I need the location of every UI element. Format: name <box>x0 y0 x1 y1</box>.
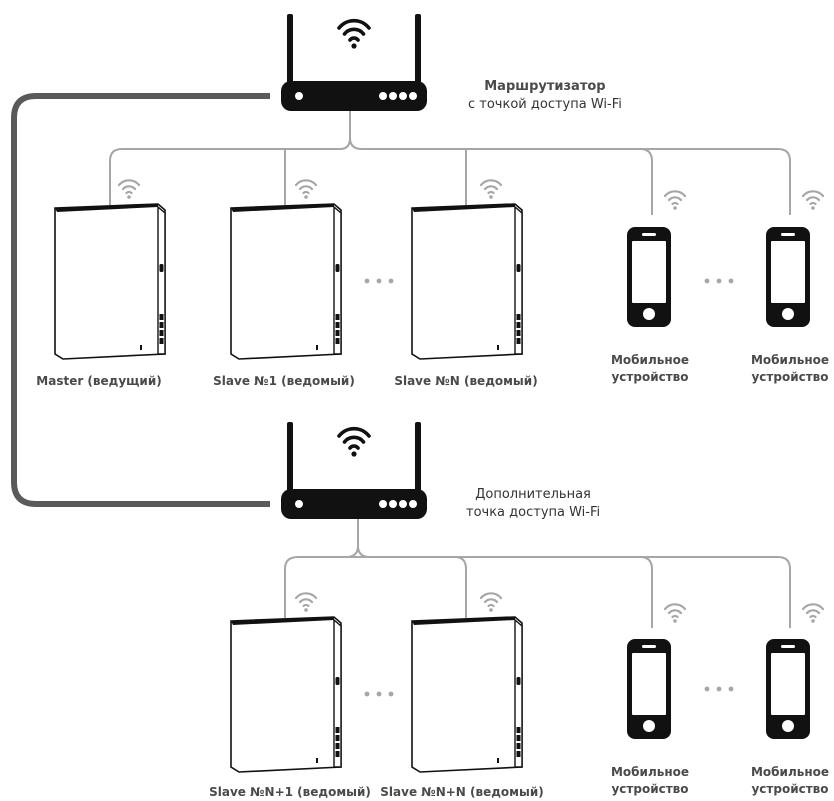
thermostat-slave-n-plus-n <box>411 616 523 773</box>
wifi-icon <box>663 603 687 624</box>
wifi-icon <box>801 603 825 624</box>
wifi-icon <box>479 179 503 200</box>
wifi-icon <box>294 179 318 200</box>
wifi-icon <box>479 592 503 613</box>
ellipsis-dots-icon <box>364 278 394 284</box>
phone-label-line1: Мобильное <box>750 353 830 367</box>
wifi-icon <box>663 190 687 211</box>
phone-label-line1: Мобильное <box>610 353 690 367</box>
main-router <box>281 14 427 111</box>
trunk-cable <box>11 93 270 507</box>
main-router-title: Маршрутизатор <box>484 79 606 94</box>
main-router-subtitle: с точкой доступа Wi-Fi <box>468 97 622 112</box>
ellipsis-dots-icon <box>704 278 734 284</box>
phone-label-2: Мобильное устройство <box>751 352 829 386</box>
wifi-icon <box>294 592 318 613</box>
phone-4 <box>766 639 810 739</box>
thermostat-slave-1 <box>230 203 342 360</box>
phone-label-line2: устройство <box>611 782 689 796</box>
extra-access-point-label: Дополнительная точка доступа Wi-Fi <box>466 486 600 522</box>
thermostat-master <box>54 203 166 360</box>
device-label-master: Master (ведущий) <box>36 374 162 388</box>
ellipsis-dots-icon <box>364 691 394 697</box>
device-label-slave-n-plus-n: Slave №N+N (ведомый) <box>380 785 544 799</box>
main-router-label: Маршрутизатор с точкой доступа Wi-Fi <box>468 78 622 114</box>
top-connection-lines <box>109 108 791 215</box>
phone-label-3: Мобильное устройство <box>611 764 689 798</box>
phone-3 <box>627 639 671 739</box>
phone-label-line1: Мобильное <box>610 765 690 779</box>
bottom-connection-lines <box>284 518 791 628</box>
device-label-slave-n-plus-1: Slave №N+1 (ведомый) <box>209 785 371 799</box>
extra-access-point-subtitle: точка доступа Wi-Fi <box>466 505 601 520</box>
device-label-slave-n: Slave №N (ведомый) <box>394 374 538 388</box>
device-label-slave-1: Slave №1 (ведомый) <box>213 374 355 388</box>
phone-1 <box>627 227 671 327</box>
thermostat-slave-n <box>411 203 523 360</box>
phone-label-line2: устройство <box>751 782 829 796</box>
extra-access-point-title: Дополнительная <box>475 487 591 502</box>
phone-label-line1: Мобильное <box>750 765 830 779</box>
phone-label-4: Мобильное устройство <box>751 764 829 798</box>
ellipsis-dots-icon <box>704 686 734 692</box>
extra-access-point <box>281 422 427 519</box>
wifi-icon <box>801 190 825 211</box>
wifi-icon <box>117 179 141 200</box>
phone-label-1: Мобильное устройство <box>611 352 689 386</box>
thermostat-slave-n-plus-1 <box>230 616 342 773</box>
phone-2 <box>766 227 810 327</box>
phone-label-line2: устройство <box>611 370 689 384</box>
phone-label-line2: устройство <box>751 370 829 384</box>
